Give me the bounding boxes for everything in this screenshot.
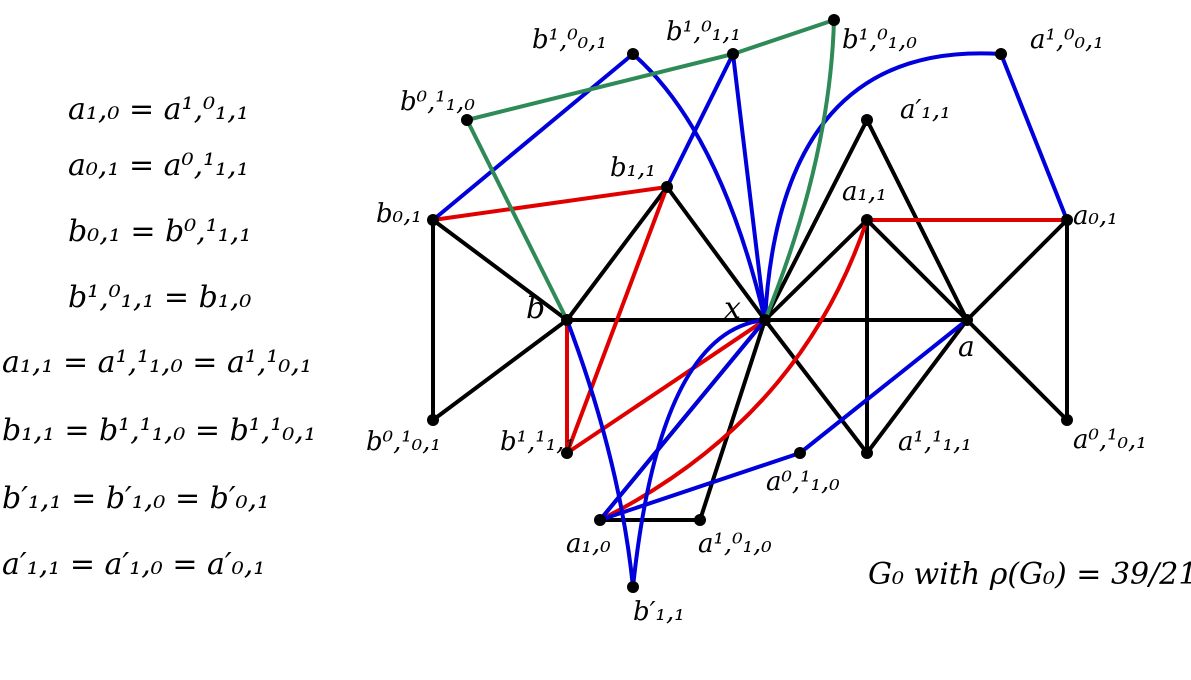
edge-b11_10-b10_10	[731, 18, 836, 56]
vertex-label-b01_01: b⁰,¹₀,₁	[366, 427, 441, 457]
vertex-label-b11_11: b¹,¹₁,₁	[500, 427, 575, 457]
vertex-bp11	[627, 581, 639, 593]
edge-a-a01	[965, 218, 1069, 322]
vertex-a	[961, 314, 973, 326]
edge-x-b11	[665, 185, 767, 322]
edge-b11-b11_11	[565, 185, 669, 455]
edge-b-bp11	[565, 318, 635, 589]
edge-a10_01-a	[798, 318, 969, 455]
vertex-label-a01: a₀,₁	[1073, 201, 1118, 231]
equation-2: a₀,₁ = a⁰,¹₁,₁	[68, 148, 249, 183]
edge-x-a10_10	[698, 318, 767, 522]
equation-1: a₁,₀ = a¹,⁰₁,₁	[68, 92, 249, 127]
edge-x-a11_11	[763, 318, 869, 455]
vertex-b10_10	[828, 14, 840, 26]
edge-b01-b01_10	[431, 52, 635, 222]
edge-x-ap11	[763, 118, 869, 322]
vertex-label-b10_10: b¹,⁰₁,₀	[842, 25, 917, 55]
edge-b01-b11	[431, 185, 669, 222]
vertex-label-a10_10: a¹,⁰₁,₀	[698, 529, 772, 559]
vertex-label-a10_01: a⁰,¹₁,₀	[766, 467, 840, 497]
vertex-a10_01	[794, 447, 806, 459]
vertex-b	[561, 314, 573, 326]
vertex-a01	[1061, 214, 1073, 226]
equation-5: a₁,₁ = a¹,¹₁,₀ = a¹,¹₀,₁	[2, 345, 313, 380]
graph-vertex-labels: x a b a₁,₁ a₀,₁ a′₁,₁ a¹,¹₁,₁ a⁰,¹₀,₁ a¹,⁰₀,₁ a⁰,…	[366, 17, 1147, 627]
edge-a10-x	[598, 318, 767, 522]
vertex-label-a10: a₁,₀	[566, 529, 611, 559]
vertex-a11_11	[861, 447, 873, 459]
vertex-label-a01_10: a¹,⁰₀,₁	[1030, 25, 1104, 55]
edge-a10-a10_01	[598, 451, 802, 522]
edge-a-a11_11	[865, 318, 969, 455]
vertex-b11_10	[727, 48, 739, 60]
edge-a-a01_01	[965, 318, 1069, 422]
vertex-label-b11: b₁,₁	[610, 153, 656, 183]
equation-3: b₀,₁ = b⁰,¹₁,₁	[68, 214, 252, 249]
vertex-b01_10	[627, 48, 639, 60]
vertex-label-a11: a₁,₁	[842, 177, 887, 207]
edge-b10_10-x	[763, 18, 836, 322]
equation-6: b₁,₁ = b¹,¹₁,₀ = b¹,¹₀,₁	[2, 413, 316, 448]
edge-b-b01	[431, 218, 569, 322]
vertex-label-b01: b₀,₁	[376, 199, 422, 229]
vertex-label-x: x	[724, 291, 741, 326]
vertex-b11	[661, 181, 673, 193]
equation-8: a′₁,₁ = a′₁,₀ = a′₀,₁	[2, 547, 266, 582]
vertex-x	[759, 314, 771, 326]
vertex-label-bp11: b′₁,₁	[633, 597, 685, 627]
vertex-b01_01	[427, 414, 439, 426]
vertex-b10_01	[461, 114, 473, 126]
edge-a-a11	[865, 218, 969, 322]
edge-b10_01-b11_10	[465, 52, 735, 122]
edge-b11_10-x	[731, 52, 767, 322]
vertex-a10_10	[694, 514, 706, 526]
vertex-label-b: b	[526, 291, 545, 326]
vertex-label-b11_10: b¹,⁰₁,₁	[666, 17, 741, 47]
vertex-a11	[861, 214, 873, 226]
edge-b11_11-x	[565, 318, 767, 455]
vertex-label-a: a	[958, 330, 975, 363]
edge-a01-a01_10	[999, 52, 1069, 222]
edge-b11-b11_10	[665, 52, 735, 189]
edge-b-b01_01	[431, 318, 569, 422]
graph-vertices	[427, 14, 1073, 593]
graph-edges	[431, 18, 1069, 589]
edge-x-a11	[763, 218, 869, 322]
equation-4: b¹,⁰₁,₁ = b₁,₀	[68, 280, 252, 315]
vertex-b01	[427, 214, 439, 226]
vertex-ap11	[861, 114, 873, 126]
equation-7: b′₁,₁ = b′₁,₀ = b′₀,₁	[2, 481, 270, 516]
edge-bp11-x	[631, 318, 767, 589]
figure-caption: G₀ with ρ(G₀) = 39/21	[868, 557, 1191, 592]
edge-b10_01-b	[465, 118, 569, 322]
vertex-label-b10_01: b⁰,¹₁,₀	[400, 87, 475, 117]
vertex-label-b01_10: b¹,⁰₀,₁	[532, 25, 607, 55]
edge-a11-a10	[598, 218, 869, 522]
vertex-a01_10	[995, 48, 1007, 60]
edge-b01_10-x	[631, 52, 767, 322]
vertex-label-a01_01: a⁰,¹₀,₁	[1073, 425, 1147, 455]
vertex-a01_01	[1061, 414, 1073, 426]
edge-b-b11	[565, 185, 669, 322]
edge-a01_10-x	[763, 51, 1003, 322]
vertex-a10	[594, 514, 606, 526]
vertex-label-ap11: a′₁,₁	[900, 95, 951, 125]
vertex-b11_11	[561, 447, 573, 459]
vertex-label-a11_11: a¹,¹₁,₁	[898, 427, 972, 457]
